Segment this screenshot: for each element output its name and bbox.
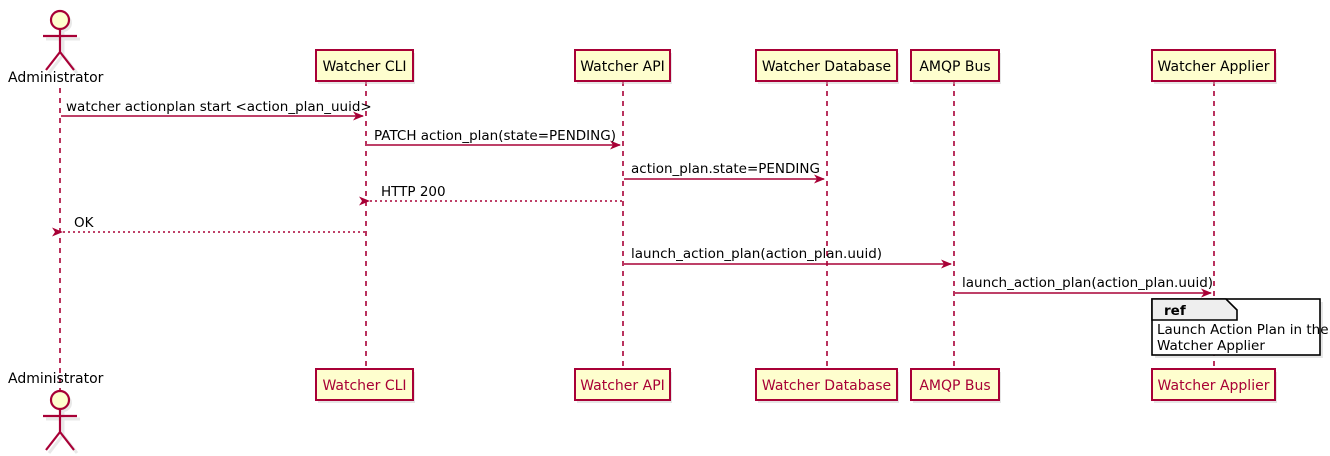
participant-box-bottom-cli[interactable]: Watcher CLI [315,368,415,403]
message-7-launch-action-plan-applier[interactable]: launch_action_plan(action_plan.uuid) [955,275,1213,298]
participant-box-bottom-applier[interactable]: Watcher Applier [1151,368,1277,403]
ref-box-line-1: Launch Action Plan in the [1157,322,1329,338]
ref-box-keyword: ref [1164,303,1186,319]
actor-head-icon-bottom [49,389,71,411]
participant-box-top-amqp[interactable]: AMQP Bus [910,49,1001,84]
ref-box-tab [1151,298,1238,321]
participant-label-top-db: Watcher Database [762,59,891,75]
participant-label-top-applier: Watcher Applier [1158,59,1270,75]
message-5-label: OK [74,215,95,231]
participant-box-bottom-api[interactable]: Watcher API [574,368,672,403]
actor-leg-right [59,51,75,71]
ref-box[interactable]: ref Launch Action Plan in the Watcher Ap… [1151,298,1329,358]
actor-head-icon [49,9,71,31]
participant-label-bottom-applier: Watcher Applier [1158,378,1270,394]
message-3-action-plan-state-pending[interactable]: action_plan.state=PENDING [624,161,825,184]
actor-admin-bottom[interactable]: Administrator [8,371,104,454]
participant-label-top-cli: Watcher CLI [322,59,406,75]
message-4-label: HTTP 200 [381,184,446,200]
actor-label-admin-top: Administrator [8,70,104,86]
participant-label-bottom-db: Watcher Database [762,378,891,394]
ref-box-line-2: Watcher Applier [1157,338,1265,354]
message-2-patch-action-plan[interactable]: PATCH action_plan(state=PENDING) [367,128,621,150]
participant-box-bottom-amqp[interactable]: AMQP Bus [910,368,1001,403]
participant-label-top-api: Watcher API [580,59,665,75]
actor-admin-top[interactable]: Administrator [8,9,104,86]
participant-box-bottom-db[interactable]: Watcher Database [755,368,899,403]
participant-box-top-applier[interactable]: Watcher Applier [1151,49,1277,84]
message-4-http-200[interactable]: HTTP 200 [359,184,622,206]
participant-label-bottom-api: Watcher API [580,378,665,394]
actor-label-admin-bottom: Administrator [8,371,104,387]
actor-leg-right-bottom [59,431,75,451]
message-6-label: launch_action_plan(action_plan.uuid) [631,246,882,262]
participant-boxes-bottom: Watcher CLI Watcher API Watcher Database… [315,368,1277,403]
participant-boxes-top: Watcher CLI Watcher API Watcher Database… [315,49,1277,84]
message-6-launch-action-plan-amqp[interactable]: launch_action_plan(action_plan.uuid) [624,246,952,269]
actor-leg-left [45,51,61,71]
messages-group: watcher actionplan start <action_plan_uu… [52,99,1213,298]
participant-box-top-api[interactable]: Watcher API [574,49,672,84]
participant-label-top-amqp: AMQP Bus [919,59,990,75]
message-1-label: watcher actionplan start <action_plan_uu… [66,99,372,115]
lifelines-group [59,81,1215,398]
participant-label-bottom-amqp: AMQP Bus [919,378,990,394]
participant-label-bottom-cli: Watcher CLI [322,378,406,394]
message-5-ok[interactable]: OK [52,215,365,237]
message-3-label: action_plan.state=PENDING [631,161,820,177]
actor-leg-left-bottom [45,431,61,451]
participant-box-top-cli[interactable]: Watcher CLI [315,49,415,84]
participant-box-top-db[interactable]: Watcher Database [755,49,899,84]
message-1-watcher-actionplan-start[interactable]: watcher actionplan start <action_plan_uu… [61,99,372,121]
message-7-label: launch_action_plan(action_plan.uuid) [962,275,1213,291]
message-2-label: PATCH action_plan(state=PENDING) [374,128,616,144]
